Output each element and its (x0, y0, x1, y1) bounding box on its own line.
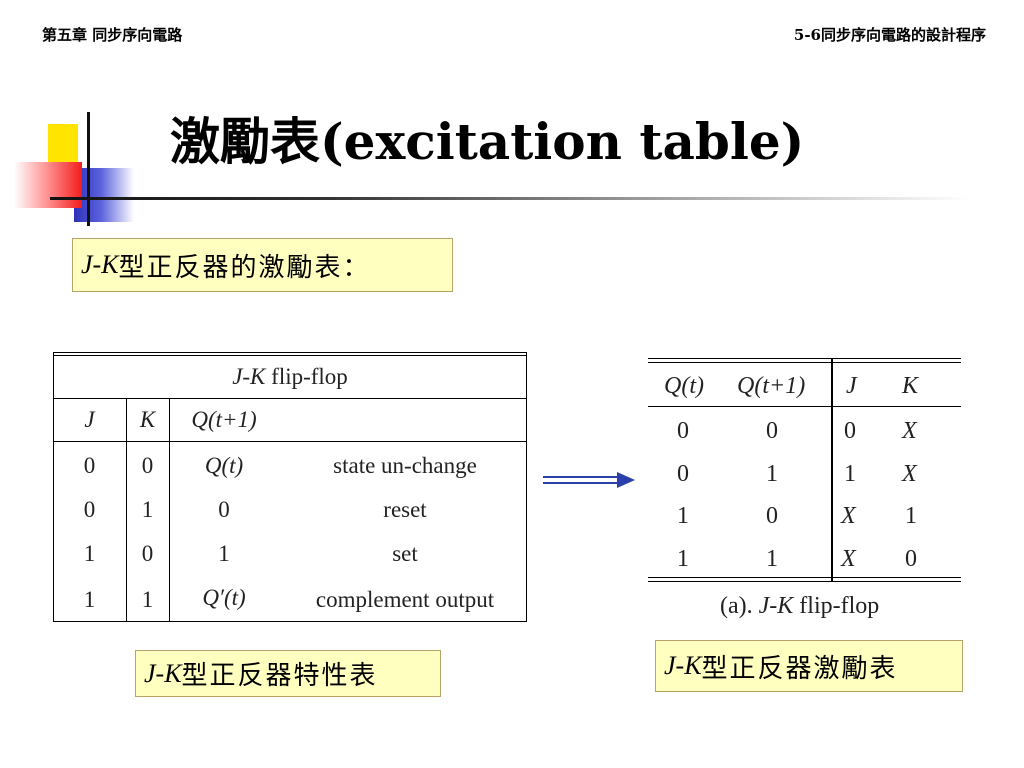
header-k: K (902, 373, 919, 399)
table-cell: 0 (677, 418, 689, 444)
table-caption: (a). J-K flip-flop (720, 593, 880, 619)
table-cell: 1 (677, 546, 689, 572)
decor-blue-square (74, 168, 134, 222)
table-cell: 0 (766, 418, 778, 444)
table-cell: 0 (218, 497, 230, 522)
slide-title: 激勵表(excitation table) (170, 112, 805, 171)
table-cell: Q(t) (204, 453, 244, 478)
header-j: J (84, 407, 95, 432)
jk-excitation-table: Q(t) Q(t+1) J K 0 0 0 X 0 1 1 X 1 0 X 1 … (648, 358, 961, 626)
title-underline (50, 197, 970, 200)
table-cell: 1 (83, 587, 96, 612)
label-text: 型正反器激勵表 (701, 653, 898, 684)
table-cell: 0 (83, 497, 96, 522)
table-cell: X (841, 503, 856, 529)
table-cell: 1 (766, 546, 778, 572)
table-cell: 1 (766, 461, 778, 487)
header-q: Q(t) (664, 373, 704, 399)
table-cell: 1 (677, 503, 689, 529)
table-cell: 0 (905, 546, 917, 572)
table-cell: 1 (83, 541, 96, 566)
header-q-next: Q(t+1) (191, 407, 257, 432)
table-cell: 1 (218, 541, 230, 566)
table-cell: reset (383, 497, 427, 522)
table-cell: 0 (844, 418, 856, 444)
table-cell: X (841, 546, 856, 572)
table-cell: 0 (141, 541, 154, 566)
table-cell: 1 (905, 503, 917, 529)
table-cell: X (902, 461, 917, 487)
label-text: 型正反器特性表 (181, 661, 378, 691)
label-italic: J-K (144, 658, 182, 688)
table-cell: 0 (141, 453, 154, 478)
arrow-right-icon (543, 472, 635, 488)
table-cell: 1 (141, 497, 154, 522)
label-italic: J-K (664, 651, 702, 680)
table-cell: complement output (315, 587, 495, 612)
decor-red-square (14, 162, 82, 208)
table-cell: 1 (141, 587, 154, 612)
section-header: 5-6同步序向電路的設計程序 (793, 26, 986, 44)
header-j: J (846, 373, 857, 399)
table-caption: J-K flip-flop (232, 364, 348, 389)
table-cell: 0 (766, 503, 778, 529)
table-cell: 0 (83, 453, 96, 478)
table-cell: 1 (844, 461, 856, 487)
chapter-header: 第五章 同步序向電路 (42, 26, 183, 44)
table-cell: state un-change (333, 453, 477, 478)
table-cell: set (392, 541, 418, 566)
header-k: K (139, 407, 156, 432)
decor-vertical-line (87, 112, 90, 226)
jk-characteristic-table: J-K flip-flop J K Q(t+1) 0 0 Q(t) state … (53, 352, 527, 622)
label-text: 型正反器的激勵表： (118, 252, 371, 283)
label-italic: J-K (81, 250, 119, 279)
decor-yellow-square (48, 124, 78, 164)
table-cell: X (902, 418, 917, 444)
table-cell: Q′(t) (202, 585, 246, 610)
header-q-next: Q(t+1) (737, 373, 806, 399)
table-cell: 0 (677, 461, 689, 487)
